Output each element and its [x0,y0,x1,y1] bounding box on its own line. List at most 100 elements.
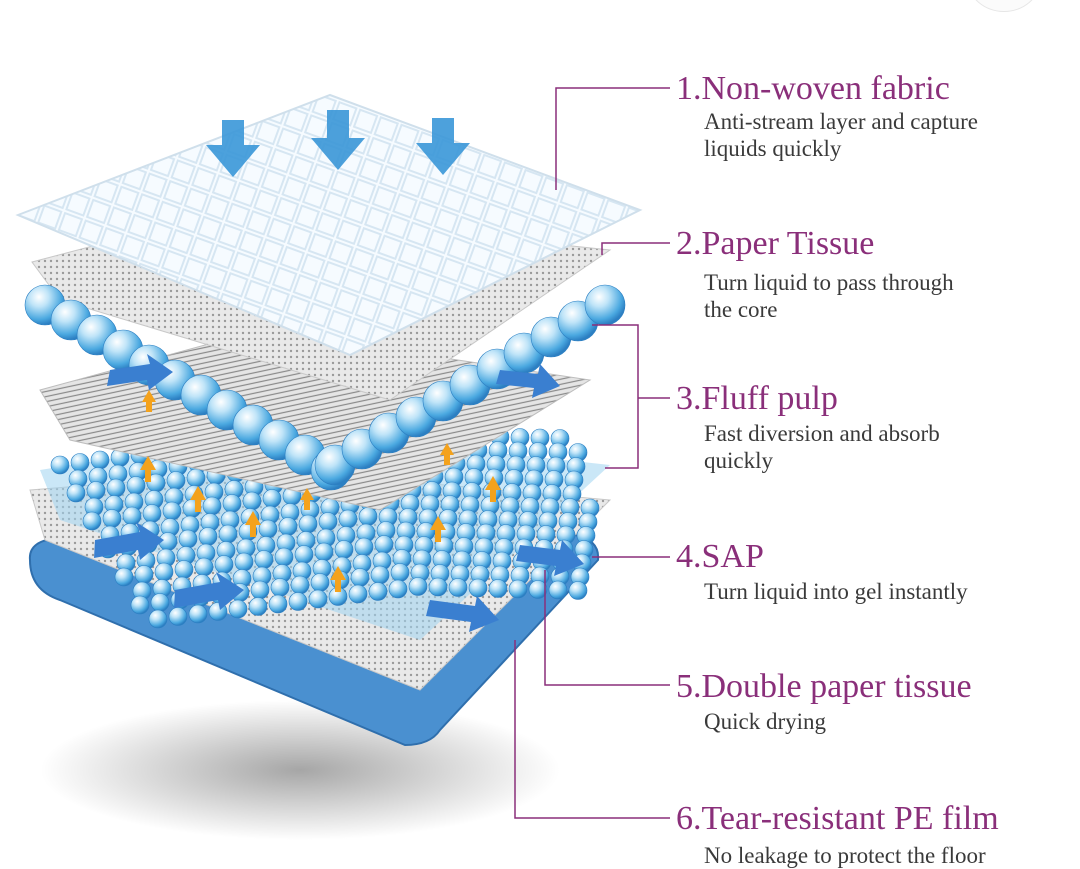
label-desc-line: Fast diversion and absorb [704,421,940,446]
bubble [262,489,282,508]
bubble [278,517,298,536]
arrow-up-icon [190,486,206,512]
arrow-down-icon [206,120,260,177]
label-desc-line: Turn liquid into gel instantly [704,579,968,604]
bubble [448,578,468,597]
leader-line-3a [592,324,639,469]
label-sap: 4.SAP Turn liquid into gel instantly [676,538,1076,605]
bubble [390,563,410,582]
drop-shadow [40,700,560,840]
bubble [188,604,208,624]
orange-arrows [140,390,501,592]
bubble [468,578,488,598]
arrow-icon [107,354,173,390]
bubble [290,575,310,595]
leader-lines [514,87,670,819]
label-non-woven-fabric: 1.Non-woven fabric Anti-stream layer and… [676,70,1076,162]
top-arrows [206,110,470,177]
bubble [70,453,90,472]
arrow-up-icon [330,566,346,592]
bubble [234,552,254,572]
bubble [298,514,318,534]
bubble [338,509,358,529]
bubble [186,468,206,488]
bubble [134,565,154,584]
bubble [258,519,278,539]
leader-line-1 [555,87,670,190]
bubble [214,555,234,574]
label-paper-tissue: 2.Paper Tissue Turn liquid to pass throu… [676,225,1076,323]
bubble [242,491,262,511]
label-desc-line: Quick drying [704,709,827,734]
leader-line-6 [514,640,670,819]
bubble [488,579,508,598]
bubble [166,471,186,490]
bubble [310,573,330,592]
arrow-up-icon [142,390,156,412]
bubble [174,560,194,579]
arrow-up-icon [485,476,501,502]
arrow-up-icon [440,443,454,465]
bubble [66,483,86,503]
bubble [254,550,274,569]
bubble [130,595,150,615]
label-title: 6.Tear-resistant PE film [676,800,999,837]
bubble [248,597,268,616]
leader-line-2 [601,242,670,255]
label-desc-line: Anti-stream layer and capture [704,109,978,134]
arrow-up-icon [245,511,261,537]
arrow-icon [496,364,560,398]
bubble [168,607,188,626]
bubble [318,512,338,531]
bubble [198,527,218,546]
bubble [408,577,428,596]
label-title: 3.Fluff pulp [676,380,838,417]
bubble [50,455,70,475]
leader-line-5 [544,570,670,686]
bubble [150,593,170,612]
bubble [354,537,374,557]
bubble [350,568,370,587]
bubble [368,582,388,601]
bubble [568,581,588,600]
bubble [86,481,106,500]
bubble [154,562,174,582]
bubble [584,284,626,326]
arrow-up-icon [140,456,156,482]
bubble [294,545,314,564]
arrow-down-icon [311,110,365,170]
label-desc-line: Turn liquid to pass through [704,270,954,295]
bubble [114,567,134,587]
label-title: 5.Double paper tissue [676,668,972,705]
bubble [270,578,290,597]
label-desc-line: quickly [704,448,773,473]
arrow-icon [426,596,499,632]
bubble [348,584,368,604]
bubble [126,476,146,495]
bubble [102,509,122,528]
label-title: 4.SAP [676,538,764,575]
side-arrows [94,354,584,632]
label-desc-line: liquids quickly [704,136,842,161]
bubble [178,529,198,549]
arrow-up-icon [430,516,446,542]
label-desc-line: No leakage to protect the floor [704,843,986,868]
bubble [288,592,308,611]
bubble [374,535,394,554]
bubble [268,594,288,614]
label-double-paper-tissue: 5.Double paper tissue Quick drying [676,668,1076,735]
label-title: 2.Paper Tissue [676,225,875,262]
label-fluff-pulp: 3.Fluff pulp Fast diversion and absorb q… [676,380,1076,474]
bubble [148,609,168,629]
arrow-up-icon [300,488,314,510]
bubble [218,524,238,544]
bubble [228,599,248,619]
bubble [428,577,448,597]
arrow-down-icon [416,118,470,175]
label-tear-resistant-pe-film: 6.Tear-resistant PE film No leakage to p… [676,800,1076,869]
bubble [222,494,242,513]
bubble [194,557,214,577]
label-desc-line: the core [704,297,778,322]
bubble [508,579,528,599]
